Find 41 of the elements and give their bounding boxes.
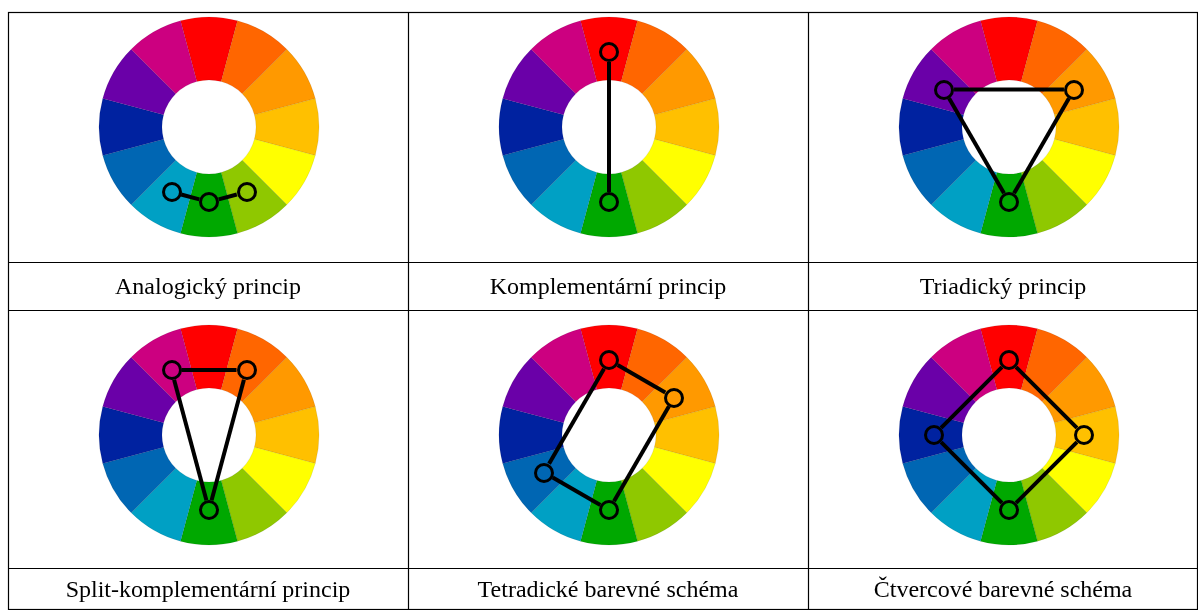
marker-circle (599, 350, 619, 370)
connector-line (218, 192, 238, 202)
caption-text: Analogický princip (115, 272, 301, 300)
marker-circle (999, 350, 1019, 370)
caption-text: Tetradické barevné schéma (477, 575, 739, 603)
connector-line (954, 87, 1064, 92)
marker-circle (934, 79, 955, 100)
marker-circle (599, 42, 619, 62)
marker-circle (199, 192, 219, 212)
marker-circle (999, 500, 1019, 520)
marker-circle (1063, 79, 1084, 100)
connector-line (551, 475, 602, 507)
connector-line (1014, 365, 1079, 430)
connector-line (180, 192, 200, 202)
connector-line (612, 405, 671, 503)
marker-circle (534, 462, 555, 483)
connector-line (616, 363, 667, 395)
caption-text: Triadický princip (919, 272, 1087, 300)
caption-text: Čtvercové barevné schéma (873, 575, 1133, 603)
marker-circle (1074, 425, 1094, 445)
marker-circle (599, 192, 619, 212)
connector-line (607, 62, 611, 192)
marker-circle (236, 360, 257, 381)
marker-circle (663, 387, 684, 408)
caption-text: Komplementární princip (489, 272, 727, 300)
marker-circle (236, 181, 257, 202)
caption-text: Split-komplementární princip (65, 575, 351, 603)
connector-line (181, 368, 237, 373)
marker-circle (161, 360, 182, 381)
connector-line (939, 440, 1004, 505)
connector-line (1012, 97, 1071, 195)
connector-line (947, 97, 1006, 195)
marker-circle (199, 500, 219, 520)
connector-line (1014, 440, 1079, 505)
connector-line (172, 379, 209, 501)
connector-line (209, 379, 246, 501)
marker-circle (161, 181, 182, 202)
marker-circle (924, 425, 944, 445)
marker-circle (599, 500, 619, 520)
marker-circle (999, 192, 1019, 212)
connector-line (547, 367, 606, 465)
